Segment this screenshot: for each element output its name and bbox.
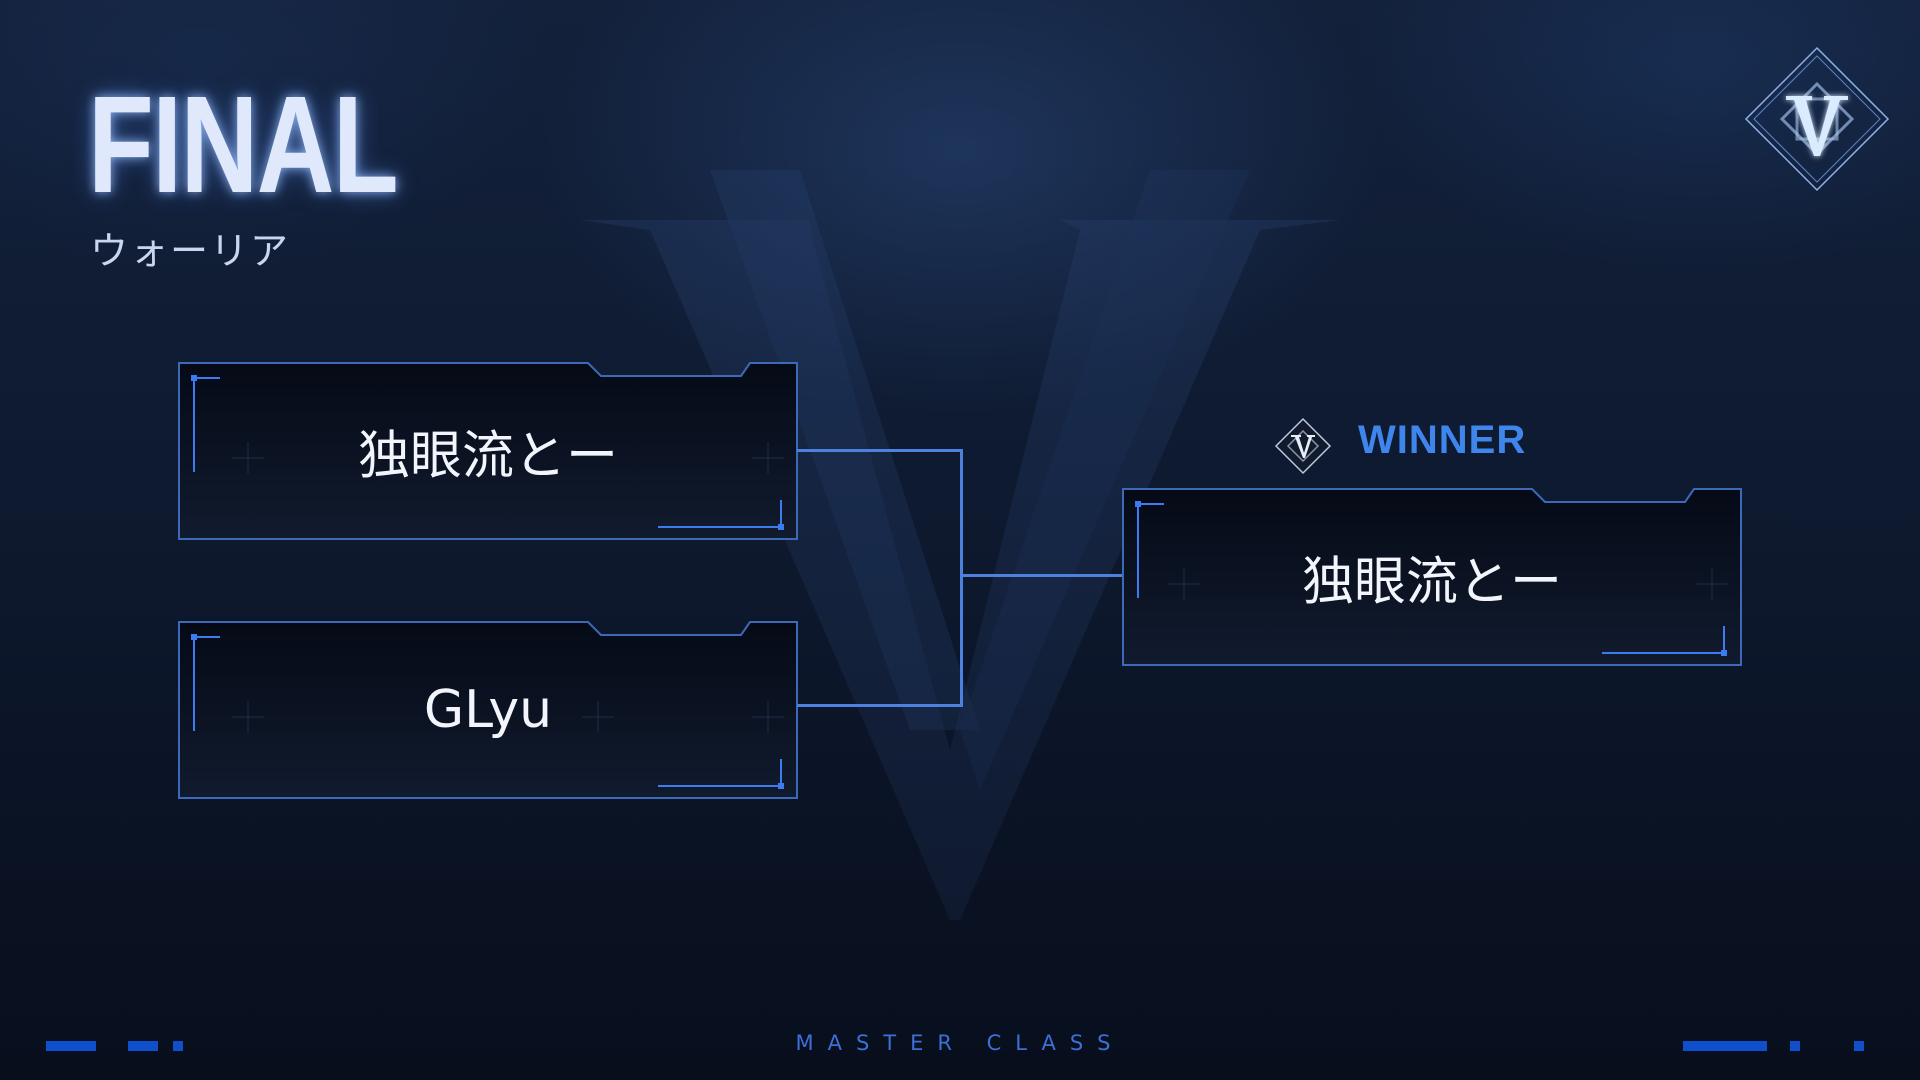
v-diamond-icon: [1274, 417, 1332, 475]
footer-decor-bar: [1683, 1041, 1767, 1051]
winner-player-name: 独眼流とー: [1301, 552, 1562, 613]
bracket-card-semifinal-1[interactable]: 独眼流とー: [178, 362, 798, 540]
bracket-connector-vertical: [960, 449, 963, 707]
winner-label: WINNER: [1358, 418, 1527, 462]
bracket-connector-top: [797, 449, 963, 452]
footer-decor-bar: [128, 1041, 158, 1051]
footer-decor-bar: [46, 1041, 96, 1051]
class-subtitle: ウォーリア: [90, 229, 291, 273]
card-frame: [1122, 488, 1742, 666]
v-diamond-logo-icon: [1744, 46, 1890, 192]
bracket-connector-bottom: [797, 704, 963, 707]
bracket-card-winner[interactable]: 独眼流とー: [1122, 488, 1742, 666]
footer-decor-bar: [1790, 1041, 1800, 1051]
card-frame: [178, 621, 798, 799]
footer-decor-bar: [1854, 1041, 1864, 1051]
player-name: 独眼流とー: [357, 426, 618, 487]
footer-brand-text: MASTER CLASS: [795, 1031, 1125, 1055]
bracket-card-semifinal-2[interactable]: GLyu: [178, 621, 798, 799]
player-name: GLyu: [423, 680, 553, 740]
card-frame: [178, 362, 798, 540]
footer-decor-bar: [173, 1041, 183, 1051]
bracket-connector-winner: [960, 574, 1123, 577]
page-title: FINAL: [88, 68, 399, 222]
